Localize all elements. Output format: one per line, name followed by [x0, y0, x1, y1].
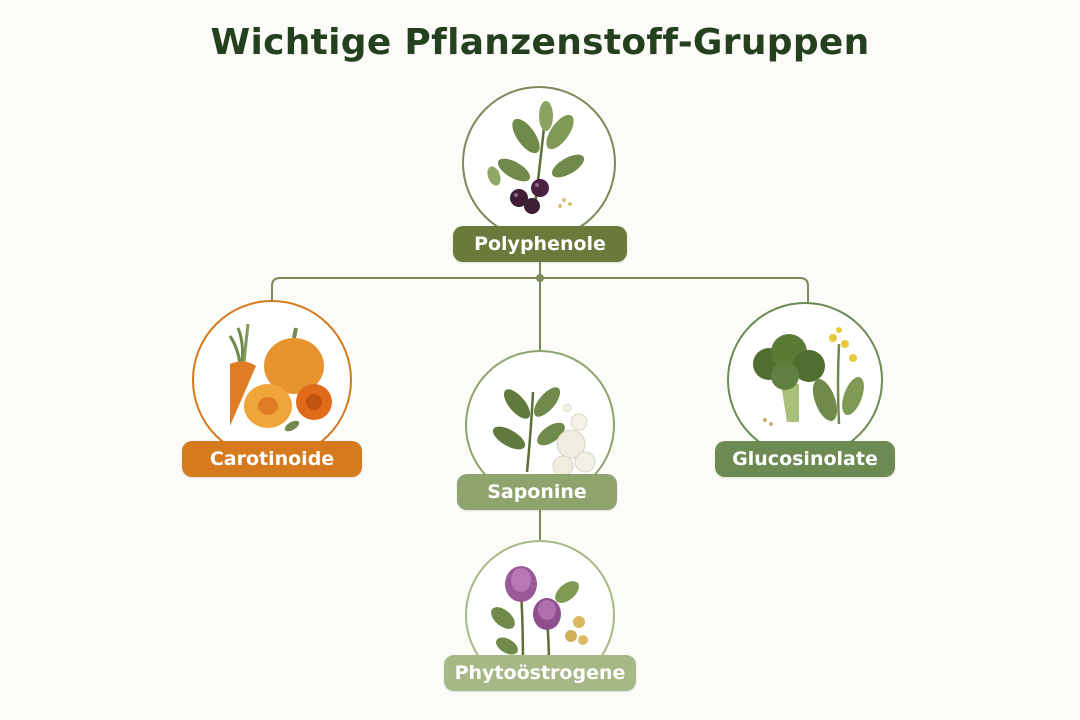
glucosinolate-label: Glucosinolate [715, 441, 895, 477]
saponine-label: Saponine [457, 474, 617, 510]
carotinoide-circle [192, 300, 352, 460]
leaves-berries-icon [487, 101, 585, 214]
connector-junction [536, 274, 544, 282]
carotinoide-label: Carotinoide [182, 441, 362, 477]
leaves-foam-icon [492, 387, 596, 477]
polyphenole-circle [462, 86, 616, 240]
glucosinolate-circle [727, 302, 883, 458]
phytooestrogene-label: Phytoöstrogene [444, 655, 636, 691]
broccoli-icon [753, 327, 864, 426]
diagram-title: Wichtige Pflanzenstoff-Gruppen [210, 22, 870, 63]
carrot-pumpkin-icon [228, 323, 332, 432]
polyphenole-label: Polyphenole [453, 226, 627, 262]
